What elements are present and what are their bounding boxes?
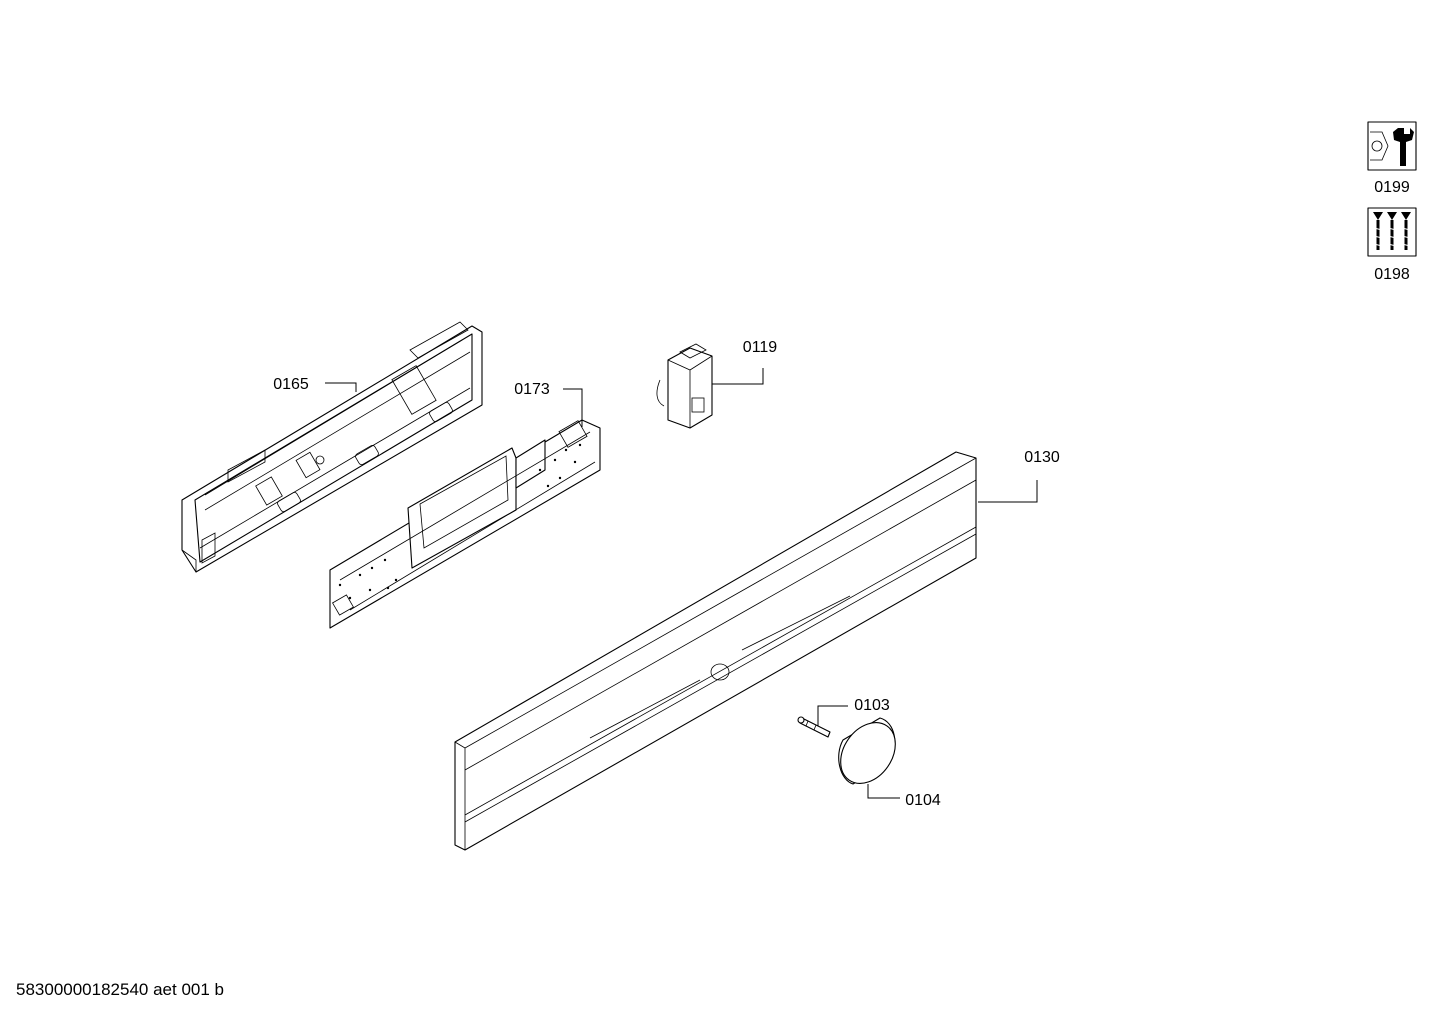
accessory-0199[interactable]: 0199 bbox=[1367, 121, 1417, 196]
leader-0130 bbox=[978, 480, 1038, 503]
accessory-label-0199: 0199 bbox=[1374, 179, 1410, 196]
part-0104-drawing[interactable] bbox=[829, 712, 906, 794]
part-0173-drawing[interactable] bbox=[329, 419, 601, 629]
part-label-0104[interactable]: 0104 bbox=[905, 792, 941, 809]
part-label-0130[interactable]: 0130 bbox=[1024, 449, 1060, 466]
document-id: 58300000182540 aet 001 b bbox=[16, 980, 224, 999]
part-0130-drawing[interactable] bbox=[454, 451, 977, 851]
leader-0119 bbox=[712, 368, 764, 385]
part-label-0173[interactable]: 0173 bbox=[514, 381, 550, 398]
tool-wrench-icon bbox=[1367, 121, 1417, 171]
part-label-0165[interactable]: 0165 bbox=[273, 376, 309, 393]
accessory-label-0198: 0198 bbox=[1374, 266, 1410, 283]
leader-0104 bbox=[867, 784, 900, 799]
leader-0165 bbox=[325, 382, 357, 392]
leader-0103 bbox=[817, 705, 848, 726]
screws-icon bbox=[1367, 207, 1417, 257]
accessory-0198[interactable]: 0198 bbox=[1367, 207, 1417, 283]
part-0119-drawing[interactable] bbox=[656, 343, 713, 429]
part-0103-drawing[interactable] bbox=[797, 716, 831, 738]
part-0165-drawing[interactable] bbox=[181, 321, 483, 573]
leader-0173 bbox=[563, 388, 583, 427]
part-label-0103[interactable]: 0103 bbox=[854, 697, 890, 714]
part-label-0119[interactable]: 0119 bbox=[743, 339, 778, 356]
